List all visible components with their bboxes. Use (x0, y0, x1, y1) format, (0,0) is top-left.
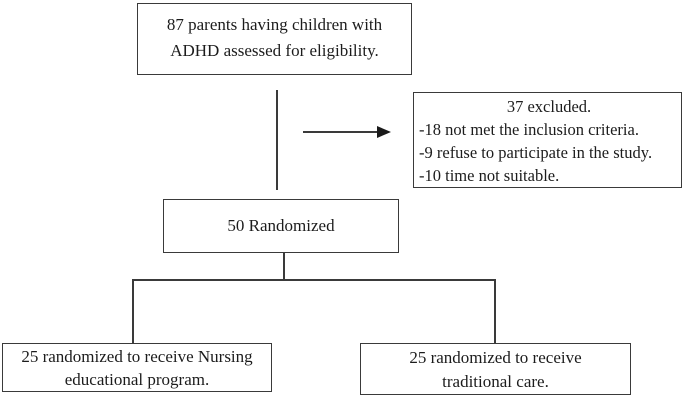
intervention-line-1: 25 randomized to receive Nursing (21, 347, 253, 366)
intervention-line-2: educational program. (64, 370, 210, 389)
excluded-item-time: -10 time not suitable. (419, 166, 560, 185)
excluded-item-inclusion-criteria: -18 not met the inclusion criteria. (419, 120, 639, 139)
intervention-box: 25 randomized to receive Nursing educati… (2, 343, 272, 392)
exclusion-arrow-shaft (303, 131, 378, 133)
connector-assessment-randomized (276, 90, 278, 190)
control-line-1: 25 randomized to receive (409, 348, 582, 367)
connector-branch-horizontal (132, 279, 496, 281)
assessment-line-1: 87 parents having children with (166, 15, 383, 34)
assessment-box: 87 parents having children with ADHD ass… (137, 3, 412, 75)
control-box: 25 randomized to receive traditional car… (360, 343, 631, 395)
randomized-label: 50 Randomized (227, 216, 335, 235)
control-line-2: traditional care. (442, 372, 549, 391)
assessment-line-2: ADHD assessed for eligibility. (170, 41, 379, 60)
excluded-heading: 37 excluded. (506, 97, 592, 116)
arrowhead-right-icon (377, 126, 391, 138)
connector-branch-right (494, 279, 496, 343)
excluded-item-refused: -9 refuse to participate in the study. (419, 143, 653, 162)
connector-randomized-stub (283, 253, 285, 280)
connector-branch-left (132, 279, 134, 343)
randomized-box: 50 Randomized (163, 199, 399, 253)
excluded-box: 37 excluded. -18 not met the inclusion c… (413, 92, 682, 188)
